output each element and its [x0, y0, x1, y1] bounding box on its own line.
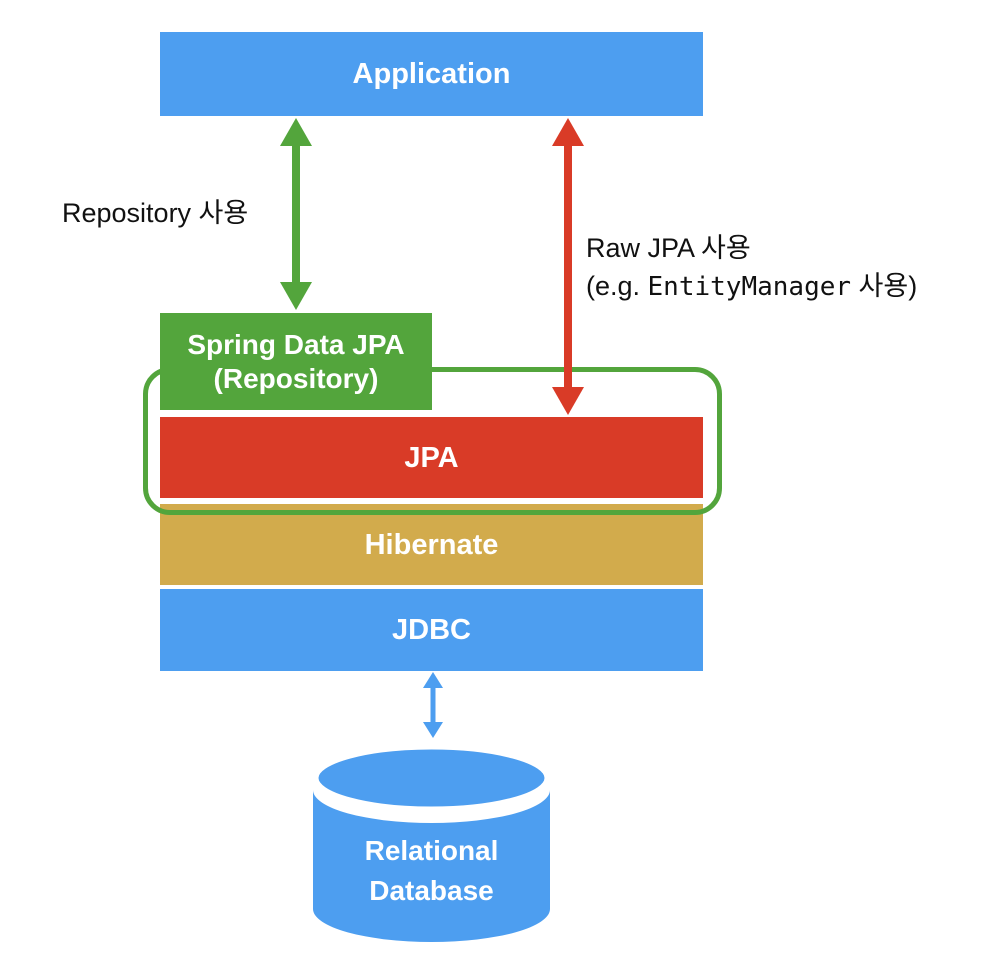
raw-jpa-usage-label: Raw JPA 사용 (e.g. EntityManager 사용) [586, 229, 917, 306]
application-label: Application [352, 58, 511, 90]
raw-jpa-usage-label-line2: (e.g. EntityManager 사용) [586, 271, 918, 302]
jpa-box: JPA [160, 417, 703, 498]
database-label-line1: Relational [364, 835, 499, 866]
repository-usage-label: Repository 사용 [62, 198, 249, 228]
spring-data-jpa-label-line1: Spring Data JPA [187, 328, 405, 360]
spring-data-jpa-label-line2: (Repository) [213, 362, 379, 394]
application-box: Application [160, 32, 703, 116]
jdbc-box: JDBC [160, 589, 703, 671]
database-label: Relational Database [313, 831, 550, 911]
database-label-line2: Database [369, 875, 494, 906]
raw-jpa-usage-label-line1: Raw JPA 사용 [586, 233, 751, 263]
repository-usage-arrow-icon [280, 118, 312, 310]
spring-data-jpa-box: Spring Data JPA (Repository) [160, 313, 432, 410]
database-cylinder-icon [313, 745, 550, 942]
raw-jpa-usage-arrow-icon [552, 118, 584, 415]
jdbc-label: JDBC [392, 614, 471, 646]
hibernate-label: Hibernate [364, 528, 499, 561]
entitymanager-code-text: EntityManager [647, 272, 852, 302]
jpa-label: JPA [404, 441, 459, 474]
jdbc-database-arrow-icon [423, 672, 443, 738]
jpa-group-outline [143, 367, 722, 515]
hibernate-box: Hibernate [160, 504, 703, 585]
